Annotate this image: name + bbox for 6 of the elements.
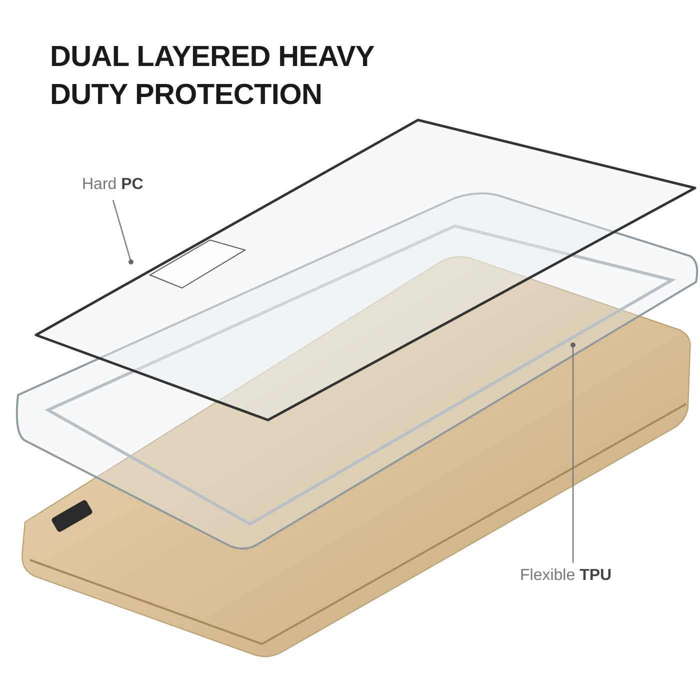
leader-line [570, 342, 576, 563]
leader-line [112, 200, 134, 264]
part-label: Flexible TPU [520, 567, 612, 585]
part-label: Hard PC [82, 176, 144, 194]
hard-shell-panel-drawing [34, 118, 696, 422]
title: DUAL LAYERED HEAVY DUTY PROTECTION [50, 40, 376, 113]
